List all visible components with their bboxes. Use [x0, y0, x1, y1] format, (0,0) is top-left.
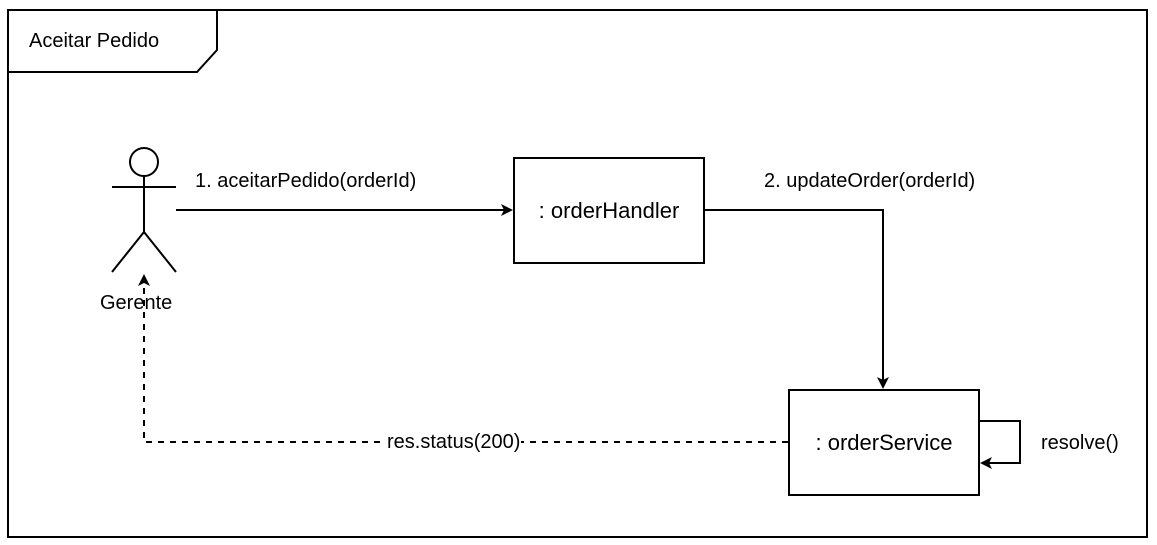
self-call-arrow	[978, 420, 1021, 469]
order-handler-label: : orderHandler	[538, 197, 680, 223]
message-1-label: 1. aceitarPedido(orderId)	[195, 170, 417, 192]
order-service-label: : orderService	[815, 429, 953, 455]
response-label: res.status(200)	[386, 430, 522, 454]
frame-title-tab	[8, 10, 218, 73]
actor-label: Gerente	[100, 292, 173, 314]
order-handler-object: : orderHandler	[513, 157, 705, 264]
order-service-object: : orderService	[788, 389, 980, 496]
message-2-arrow	[704, 209, 889, 389]
self-call-label: resolve()	[1041, 432, 1119, 454]
message-2-label: 2. updateOrder(orderId)	[764, 170, 976, 192]
frame-title: Aceitar Pedido	[29, 30, 160, 52]
actor-icon	[111, 147, 177, 273]
response-arrow	[138, 274, 788, 443]
diagram-frame	[7, 9, 1148, 538]
